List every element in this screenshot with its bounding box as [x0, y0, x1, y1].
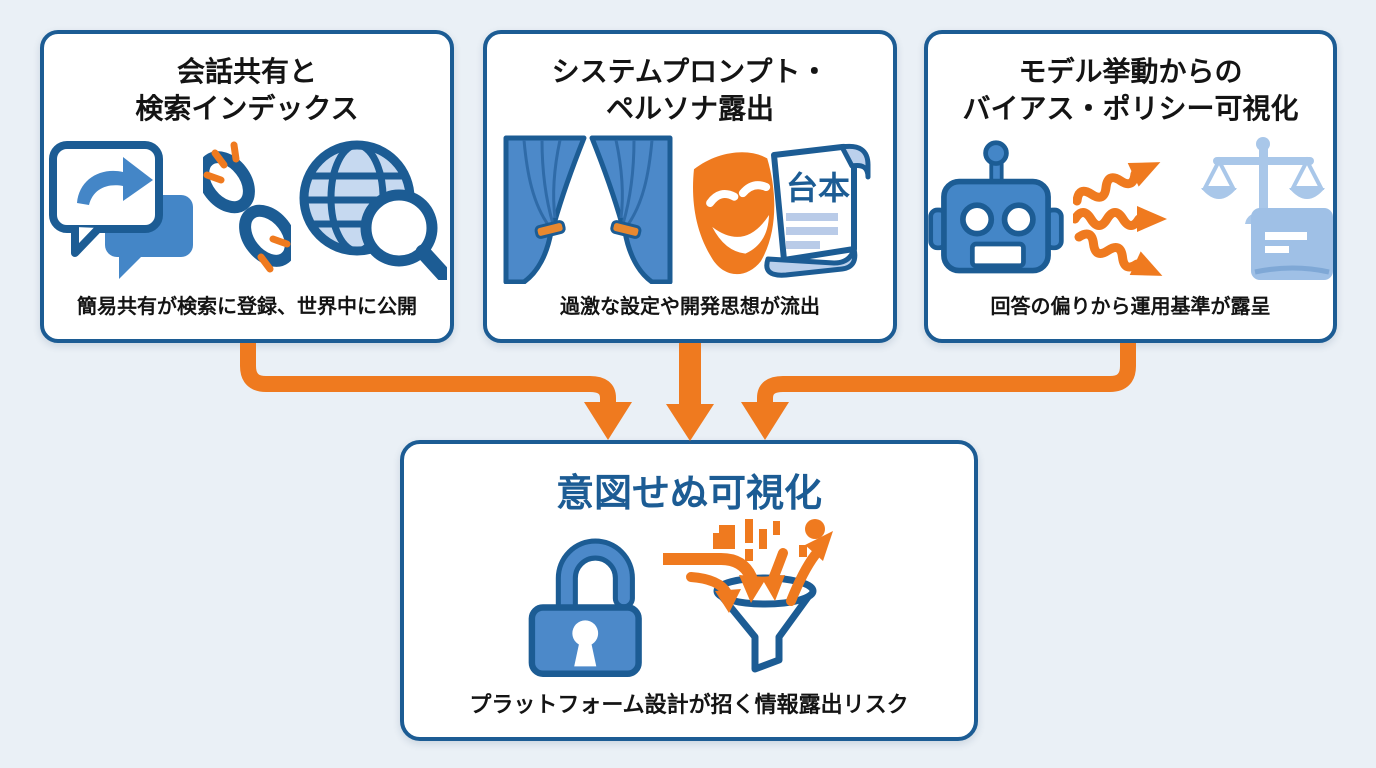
connector-right [757, 343, 1136, 404]
card-model-title-line2: バイアス・ポリシー可視化 [962, 92, 1299, 124]
wavy-arrows-icon [1072, 135, 1193, 283]
card-model-icons [925, 130, 1337, 288]
comedy-mask-icon [693, 152, 775, 275]
scales-book-icon [1199, 134, 1337, 284]
card-share-title: 会話共有と 検索インデックス [135, 54, 358, 128]
script-scroll-icon: 台本 [764, 143, 871, 278]
card-result-icons [519, 519, 859, 685]
card-share-title-line1: 会話共有と [176, 56, 317, 87]
scroll-label: 台本 [786, 170, 850, 206]
mask-and-scroll: 台本 [682, 133, 880, 285]
data-leak-funnel-icon [663, 519, 859, 685]
globe-search-icon [297, 138, 447, 280]
card-model-bias: モデル挙動からの バイアス・ポリシー可視化 [924, 30, 1337, 343]
card-share-search: 会話共有と 検索インデックス [40, 30, 454, 343]
connector-middle-arrowhead [666, 404, 714, 441]
card-unintended-visibility: 意図せぬ可視化 [400, 440, 978, 741]
card-model-caption: 回答の偏りから運用基準が露呈 [990, 296, 1271, 318]
connector-left-arrowhead [584, 402, 632, 440]
card-result-caption: プラットフォーム設計が招く情報露出リスク [469, 692, 909, 717]
card-share-title-line2: 検索インデックス [135, 92, 359, 124]
card-prompt-caption: 過激な設定や開発思想が流出 [560, 296, 820, 318]
card-share-icons [47, 130, 447, 288]
card-prompt-title-line1: システムプロンプト・ [551, 56, 829, 87]
card-result-title: 意図せぬ可視化 [555, 473, 822, 515]
connector-left [240, 343, 616, 404]
card-prompt-persona: システムプロンプト・ ペルソナ露出 [483, 30, 897, 343]
chat-share-icon [47, 139, 197, 279]
robot-icon [925, 138, 1067, 280]
card-prompt-icons: 台本 [500, 130, 880, 288]
card-prompt-title-line2: ペルソナ露出 [605, 92, 774, 124]
card-model-title-line1: モデル挙動からの [1018, 56, 1243, 87]
broken-link-icon [203, 139, 291, 279]
card-model-title: モデル挙動からの バイアス・ポリシー可視化 [962, 54, 1298, 128]
connector-right-arrowhead [741, 402, 789, 440]
card-share-caption: 簡易共有が検索に登録、世界中に公開 [77, 296, 417, 318]
open-padlock-icon [519, 522, 657, 682]
curtains-icon [500, 134, 676, 284]
card-prompt-title: システムプロンプト・ ペルソナ露出 [552, 54, 829, 128]
